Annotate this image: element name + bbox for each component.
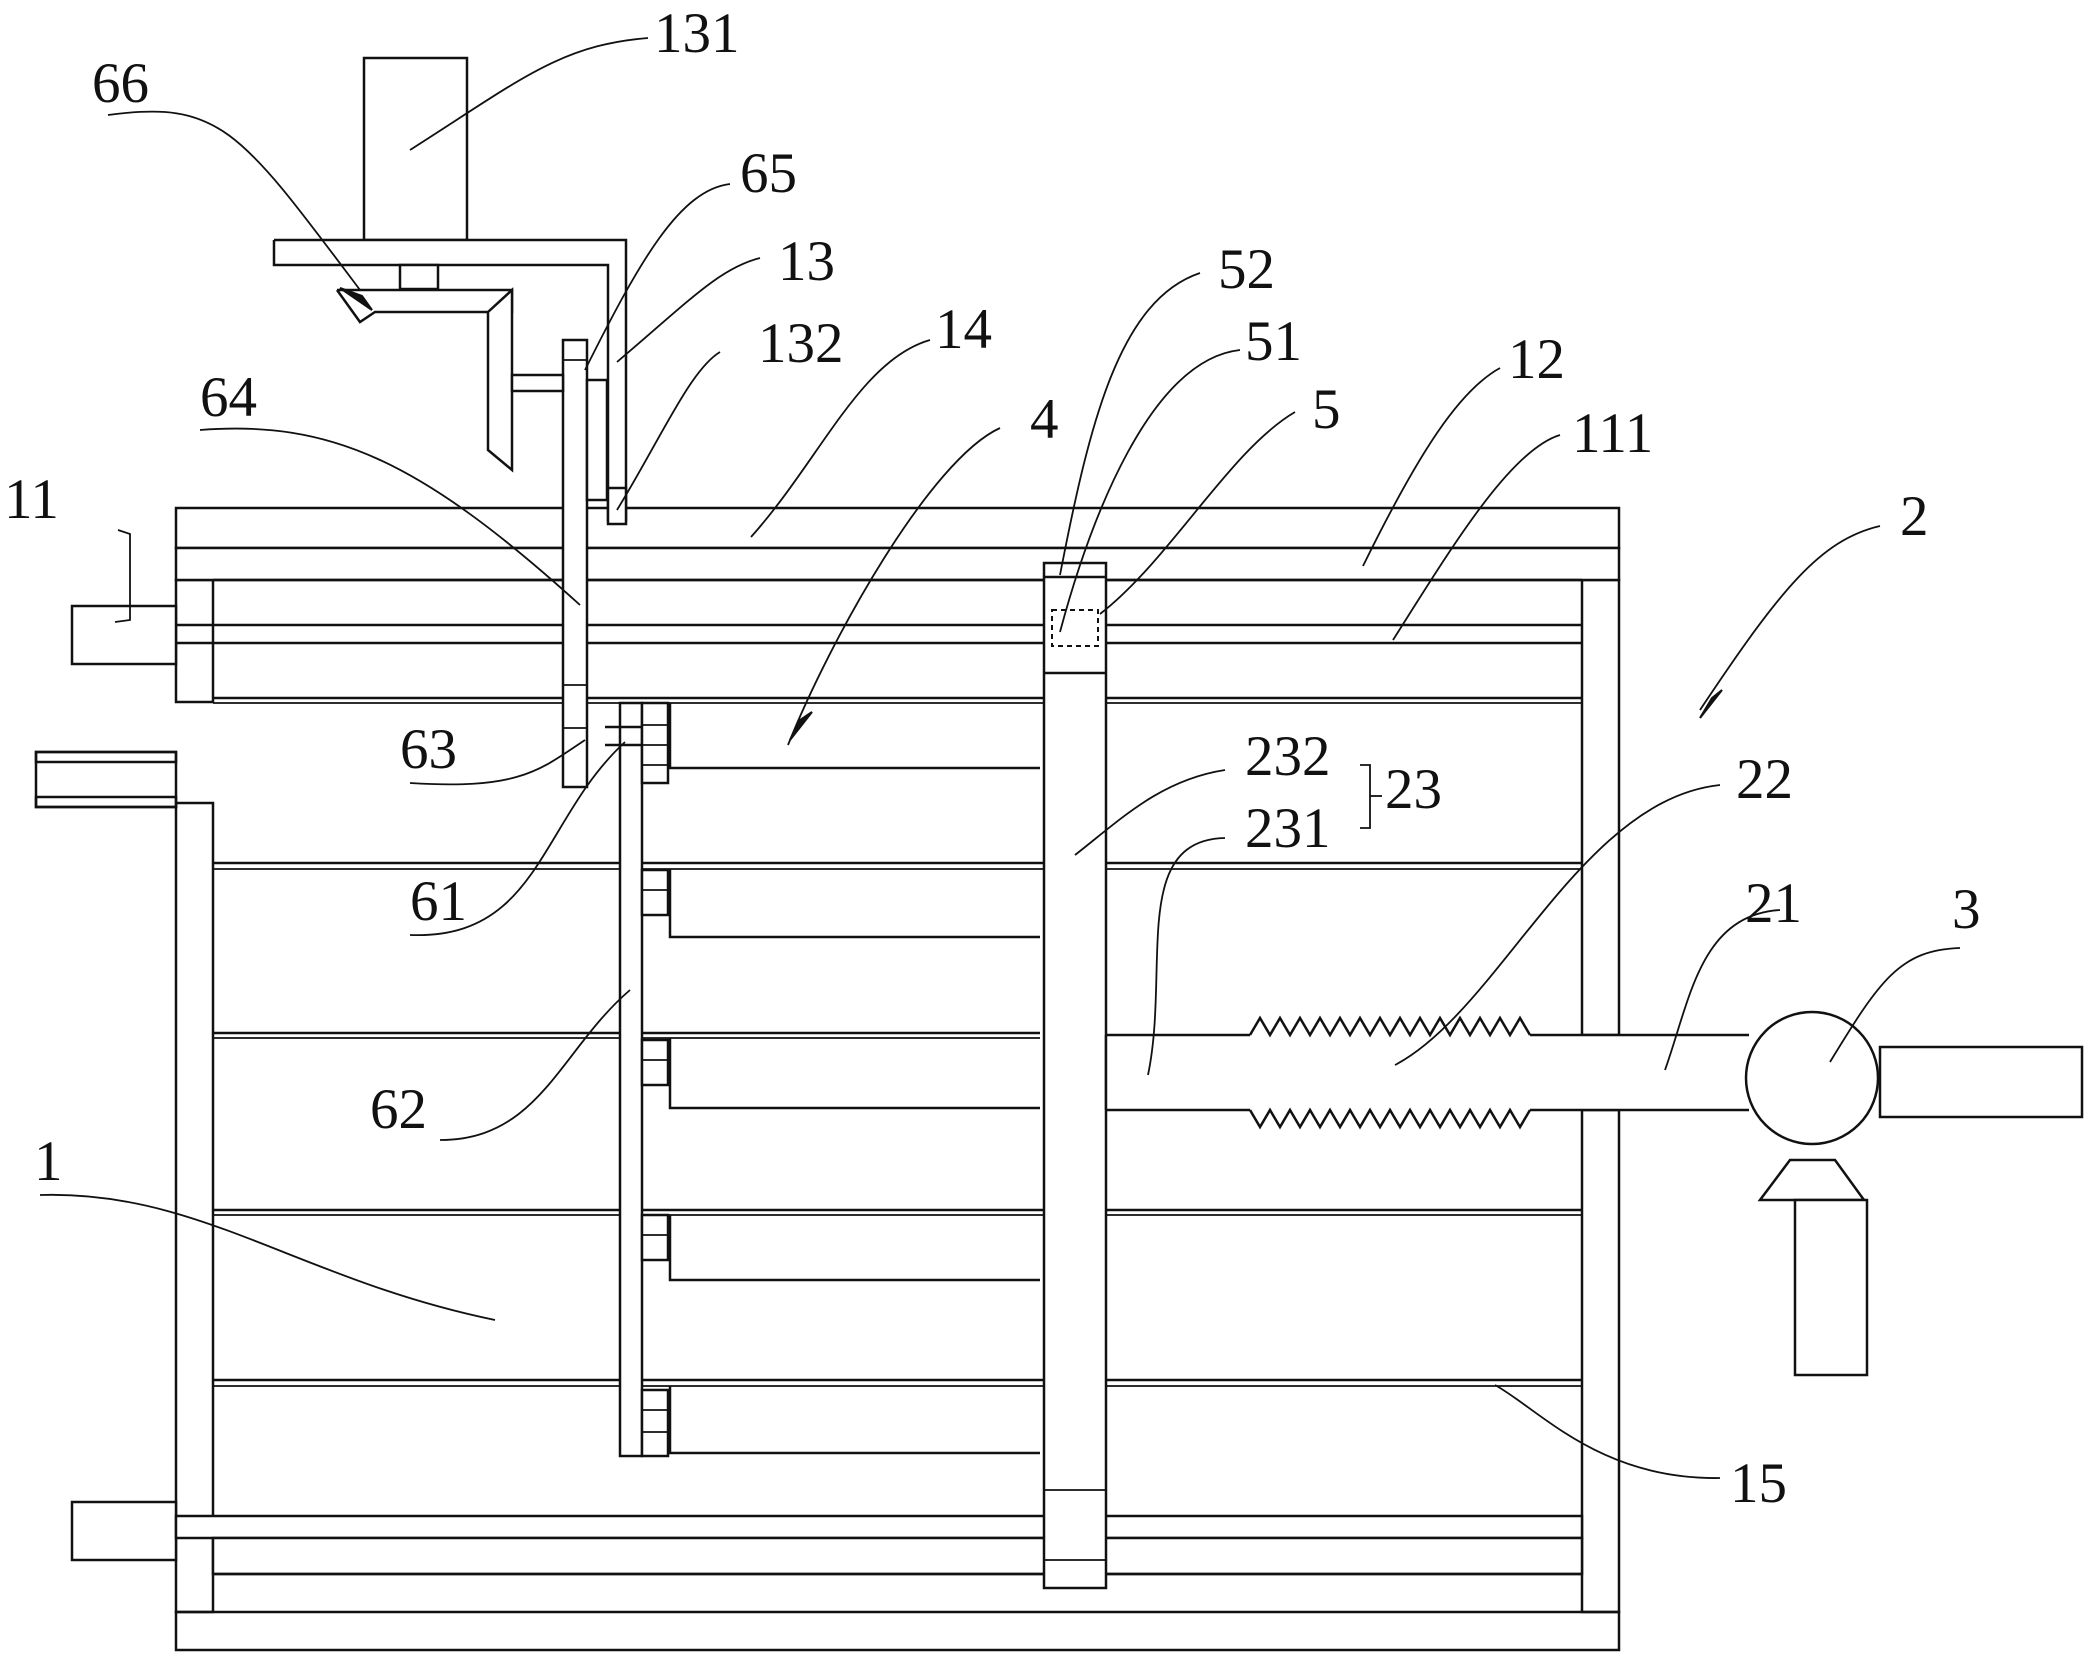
- label-61: 61: [410, 870, 467, 933]
- label-15: 15: [1730, 1452, 1787, 1515]
- label-4: 4: [1030, 388, 1059, 451]
- leader-lines: [39, 37, 1961, 1479]
- label-21: 21: [1745, 872, 1802, 935]
- label-51: 51: [1245, 310, 1302, 373]
- label-1: 1: [34, 1130, 63, 1193]
- label-14: 14: [935, 298, 992, 361]
- right-wall-lower: [1580, 1108, 1621, 1614]
- bottom-port: [70, 1500, 178, 1562]
- label-23: 23: [1385, 758, 1442, 821]
- label-2: 2: [1900, 485, 1929, 548]
- label-66: 66: [92, 52, 149, 115]
- pump-3: [1744, 1010, 2084, 1377]
- label-13: 13: [778, 230, 835, 293]
- belt-64: [561, 338, 609, 789]
- pump-body: [1744, 1010, 1880, 1146]
- label-65: 65: [740, 142, 797, 205]
- lid: [174, 506, 1621, 704]
- bottom-tray-2: [211, 1536, 1584, 1576]
- central-column-5: [1042, 561, 1108, 1590]
- label-11: 11: [4, 468, 59, 531]
- top-cover-14: [174, 506, 1621, 550]
- side-ports: [34, 604, 178, 1562]
- outlet-pipe-21: [1104, 1015, 1749, 1130]
- label-62: 62: [370, 1078, 427, 1141]
- label-5: 5: [1312, 378, 1341, 441]
- bottom-wall: [174, 1610, 1621, 1652]
- label-3: 3: [1952, 878, 1981, 941]
- left-wall-lower: [174, 801, 215, 1614]
- shelves: [174, 861, 1584, 1576]
- bottom-tray-1: [174, 1514, 1584, 1540]
- scraper-blades: [668, 703, 1040, 1455]
- port-11: [70, 604, 178, 666]
- right-wall-upper: [1580, 578, 1621, 1037]
- label-64: 64: [200, 366, 257, 429]
- part-labels: 131 66 65 13 132 14 52 51 5 4 12 111 64 …: [4, 2, 1981, 1515]
- top-plate-12: [174, 546, 1621, 582]
- label-63: 63: [400, 718, 457, 781]
- inlet-pipe: [34, 750, 178, 809]
- label-12: 12: [1508, 328, 1565, 391]
- arrowheads: [339, 287, 1723, 741]
- label-111: 111: [1572, 402, 1653, 465]
- label-52: 52: [1218, 238, 1275, 301]
- label-131: 131: [654, 2, 740, 65]
- motor-assembly: [272, 56, 628, 526]
- label-132: 132: [758, 312, 844, 375]
- drive-shaft-62: [605, 701, 670, 1458]
- label-231: 231: [1245, 797, 1331, 860]
- label-22: 22: [1736, 748, 1793, 811]
- left-wall-upper: [174, 578, 215, 704]
- motor-131: [362, 56, 469, 242]
- label-232: 232: [1245, 725, 1331, 788]
